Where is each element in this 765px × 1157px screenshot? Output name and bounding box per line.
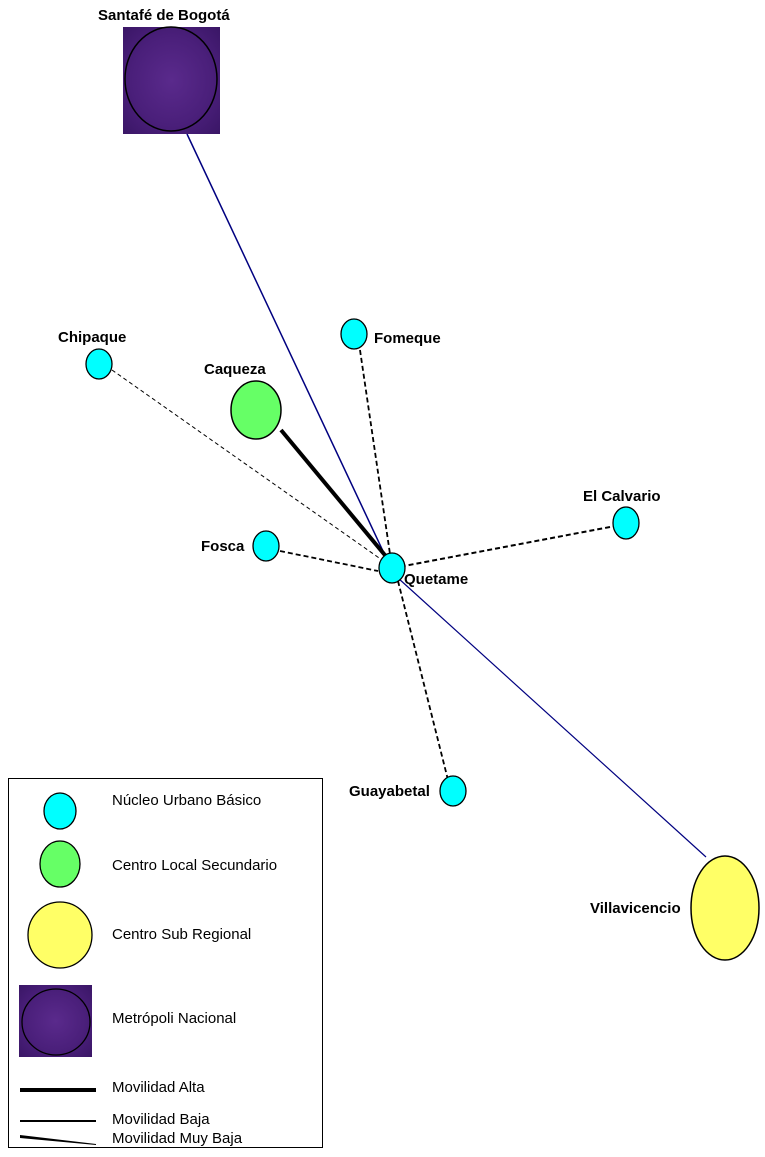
link-fosca-quetame [279, 550, 379, 572]
legend-mov-alta-label: Movilidad Alta [112, 1079, 205, 1096]
legend-nucleo-label: Núcleo Urbano Básico [112, 792, 262, 809]
node-quetame [378, 552, 406, 584]
label-chipaque: Chipaque [58, 329, 127, 346]
legend-metropoli-label: Metrópoli Nacional [112, 1010, 237, 1027]
link-elcalvario-quetame [403, 526, 611, 567]
link-fomeque-quetame [359, 349, 391, 555]
legend-mov-muy-baja-label: Movilidad Muy Baja [112, 1130, 243, 1147]
node-fomeque [340, 318, 368, 350]
label-guayabetal: Guayabetal [349, 783, 430, 800]
road-bogota-quetame [186, 133, 391, 567]
node-guayabetal [439, 775, 467, 807]
legend-centro-sub-icon [27, 901, 93, 969]
legend-centro-sub-label: Centro Sub Regional [112, 926, 252, 943]
node-chipaque [85, 348, 113, 380]
node-fosca [252, 530, 280, 562]
label-villavicencio: Villavicencio [590, 900, 681, 917]
link-guayabetal-quetame [397, 580, 449, 781]
label-fomeque: Fomeque [374, 330, 441, 347]
node-el-calvario [612, 506, 640, 540]
road-quetame-villavicencio [397, 577, 707, 858]
label-el-calvario: El Calvario [583, 488, 661, 505]
legend-centro-local-icon [39, 840, 81, 888]
node-caqueza [230, 380, 282, 440]
legend [8, 778, 323, 1148]
label-fosca: Fosca [201, 538, 245, 555]
node-bogota [123, 26, 220, 134]
legend-nucleo-icon [43, 792, 77, 830]
legend-metropoli-icon [19, 985, 92, 1057]
link-chipaque-quetame [111, 369, 383, 561]
label-bogota: Santafé de Bogotá [98, 7, 230, 24]
legend-mov-muy-baja-line [20, 1135, 96, 1145]
legend-mov-baja-label: Movilidad Baja [112, 1111, 210, 1128]
legend-centro-local-label: Centro Local Secundario [112, 857, 278, 874]
label-caqueza: Caqueza [204, 361, 266, 378]
node-villavicencio [690, 855, 760, 961]
label-quetame: Quetame [404, 571, 469, 588]
link-caqueza-quetame [279, 428, 391, 562]
